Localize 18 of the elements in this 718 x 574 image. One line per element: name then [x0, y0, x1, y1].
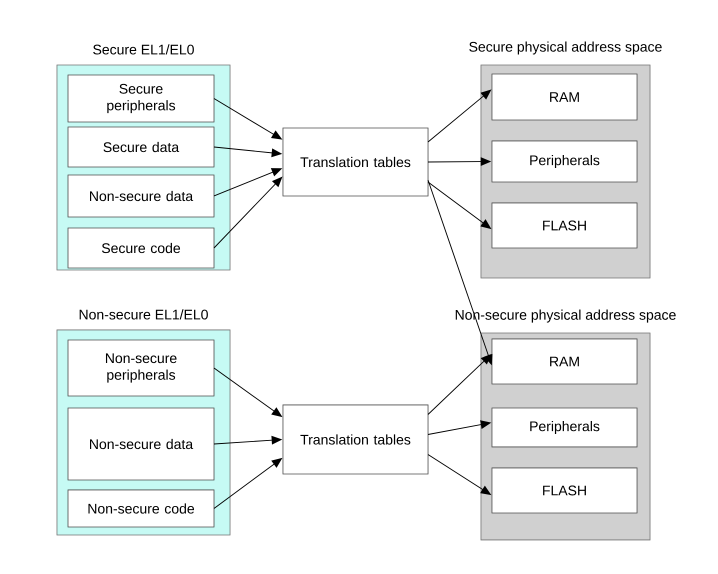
node-label: Secure EL1/EL0 [93, 44, 194, 55]
text-box: Peripherals [492, 140, 638, 182]
text-box: Secure data [68, 126, 214, 168]
text-box: Secure peripherals [68, 74, 214, 122]
text-box: Secure code [68, 228, 214, 268]
node-label: Secure physical address space [469, 41, 662, 55]
text-box: Translation tables [282, 404, 428, 474]
text-box: Peripherals [492, 408, 638, 448]
text-box: Non-secure code [68, 490, 214, 528]
text-box: Non-secure data [68, 408, 214, 480]
text-box: FLASH [492, 468, 638, 514]
text-box: Translation tables [282, 128, 428, 196]
text-box: Non-secure data [68, 174, 214, 218]
node-label: Non-secure EL1/EL0 [80, 309, 208, 320]
text-box: Non-secure peripherals [68, 340, 214, 396]
text-box: RAM [492, 338, 638, 384]
text-box: FLASH [492, 202, 638, 248]
text-box: RAM [492, 74, 638, 120]
